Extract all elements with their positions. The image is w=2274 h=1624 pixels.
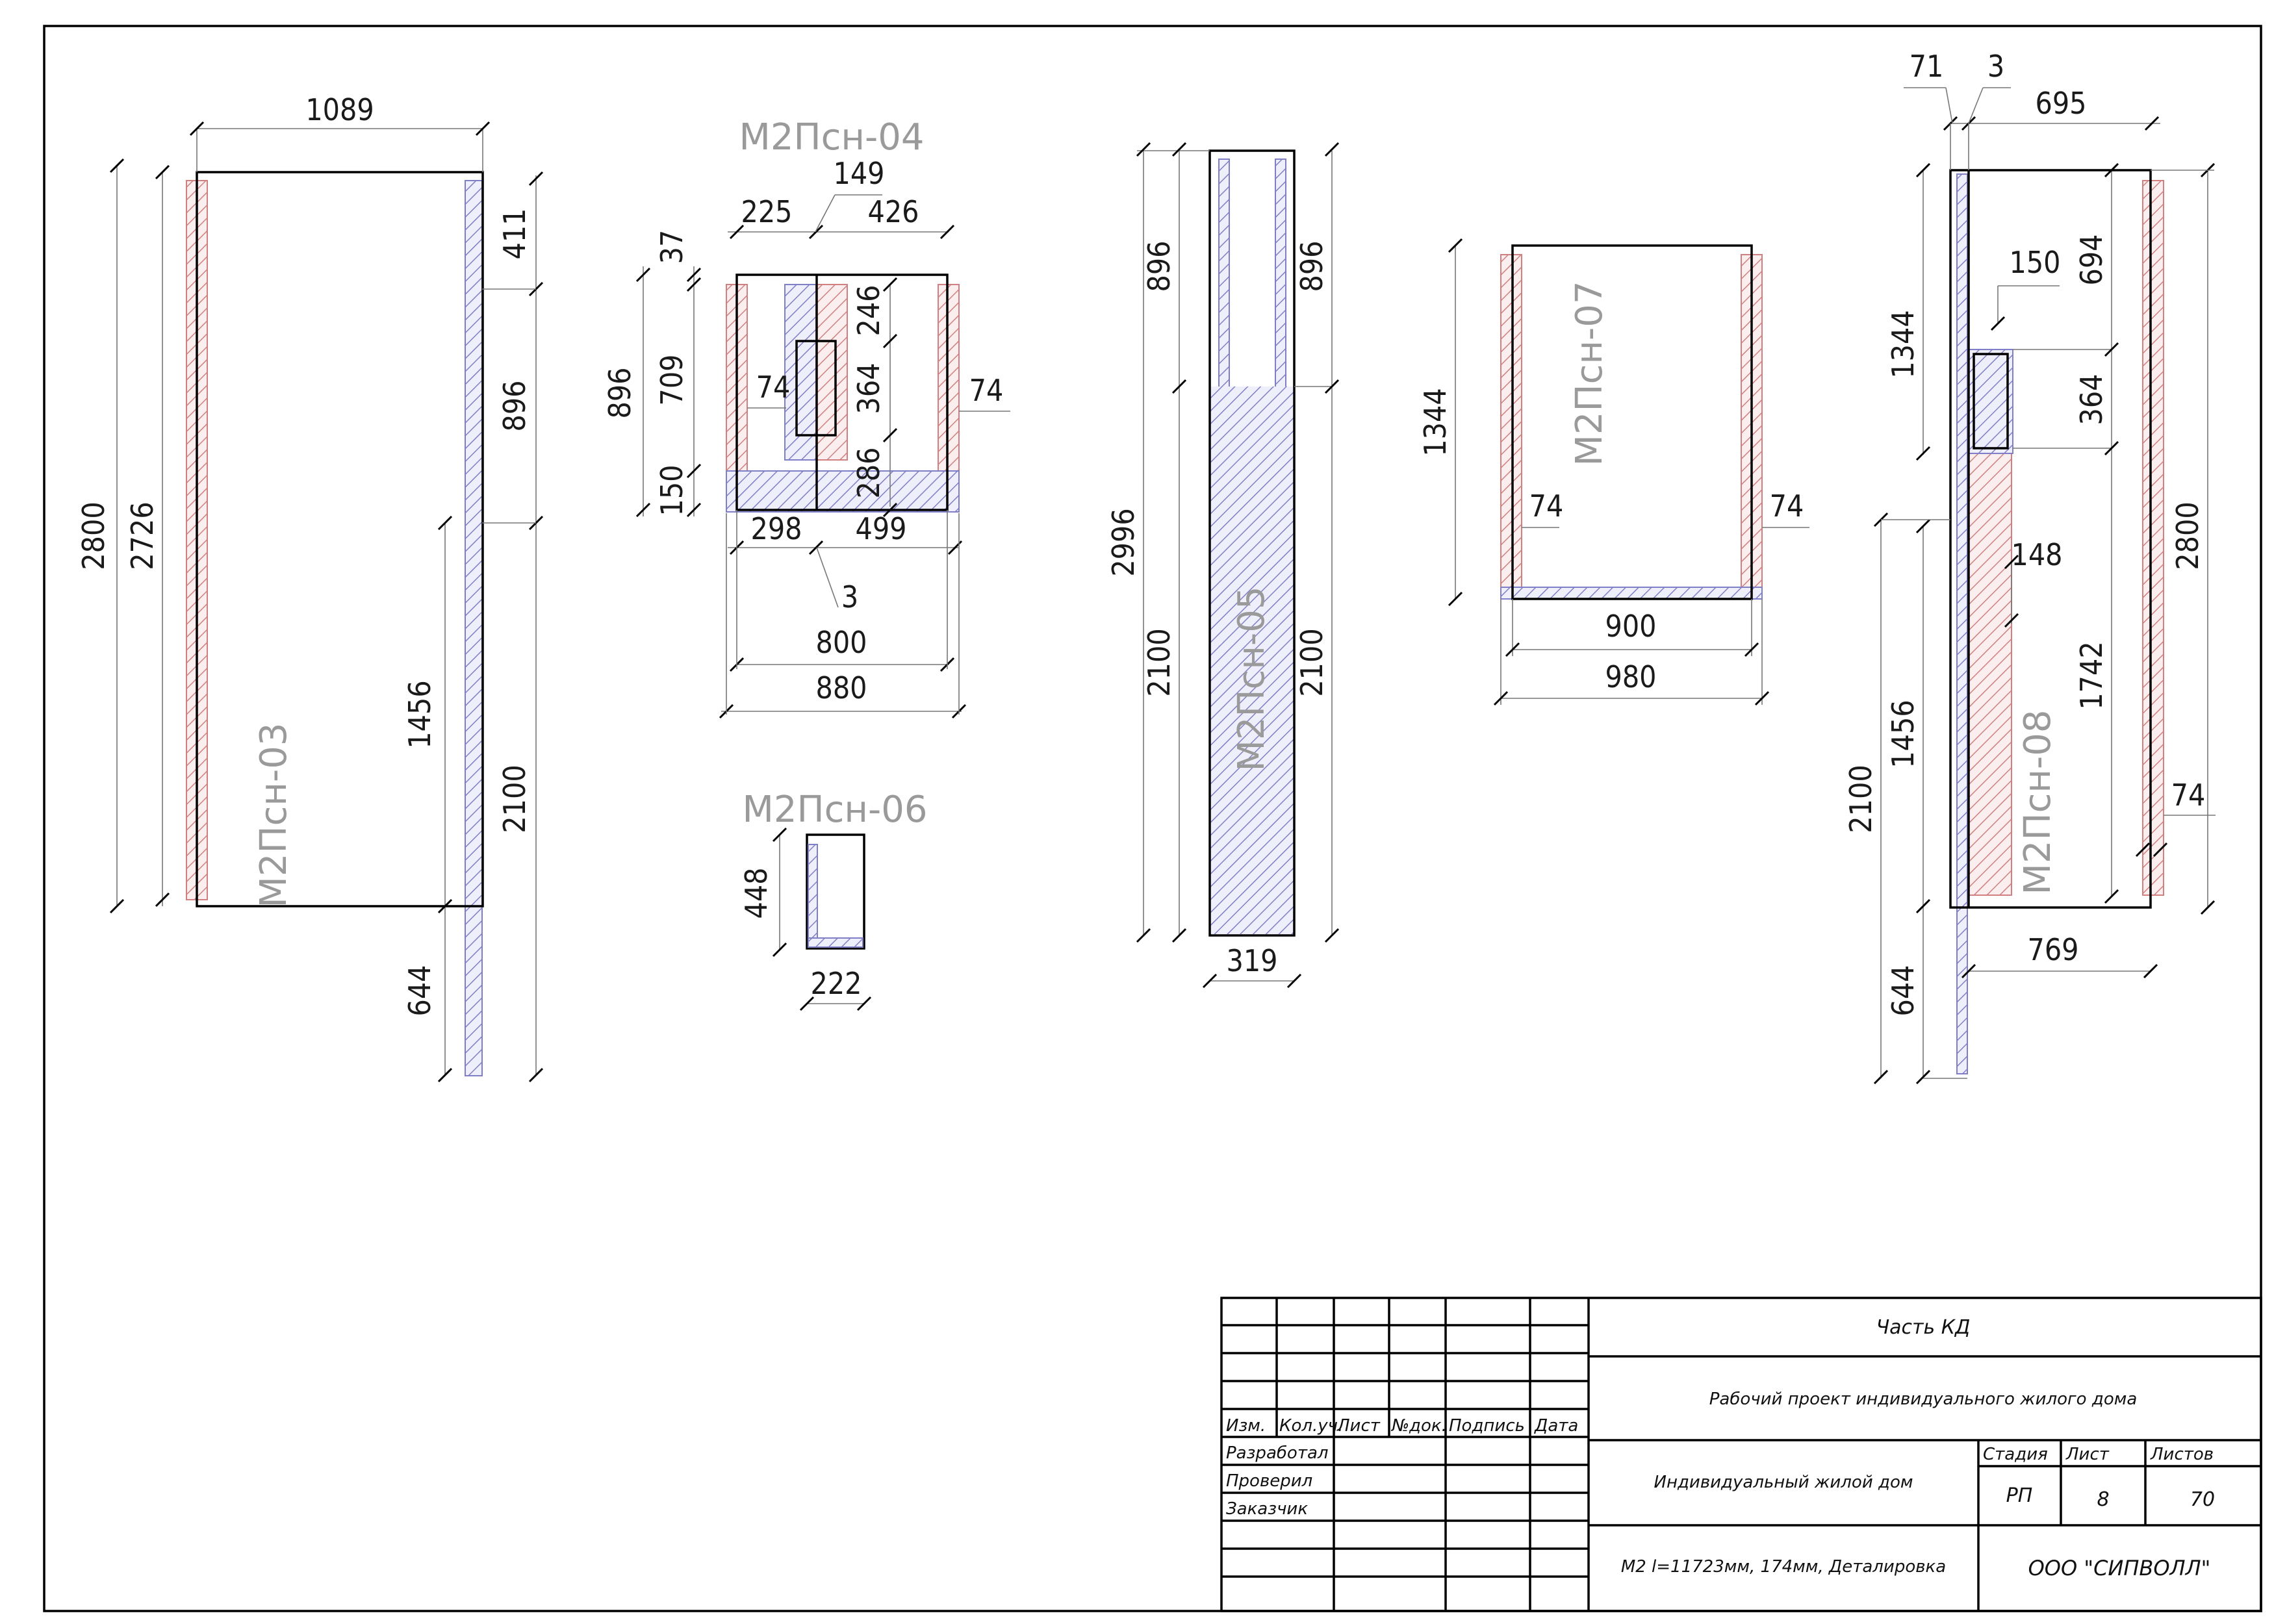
- dim-694: 694: [2074, 235, 2109, 286]
- header-izm: Изм.: [1226, 1416, 1266, 1436]
- title-block: Изм. Кол.уч. Лист №док. Подпись Дата Раз…: [1220, 1297, 2262, 1612]
- dim-286: 286: [851, 448, 886, 499]
- dim-74-left: 74: [756, 370, 791, 405]
- part-title: Часть КД: [1876, 1316, 1971, 1339]
- dim-896: 896: [602, 368, 637, 419]
- dim-149: 149: [834, 156, 885, 191]
- dim-74: 74: [2171, 778, 2206, 813]
- dim-800: 800: [816, 625, 867, 660]
- dim-900: 900: [1605, 609, 1657, 644]
- mark-m2psn-05: М2Псн-05: [1231, 587, 1273, 772]
- dim-2800: 2800: [2170, 501, 2205, 570]
- dim-1456: 1456: [1885, 700, 1921, 768]
- sheet-title: М2 l=11723мм, 174мм, Деталировка: [1621, 1557, 1946, 1577]
- header-podpis: Подпись: [1449, 1416, 1525, 1436]
- header-ndok: №док.: [1390, 1416, 1447, 1436]
- dim-2100: 2100: [497, 765, 532, 833]
- dim-3: 3: [1987, 49, 2004, 84]
- panel-m2psn-04: М2Псн-04 225 426 149 896 37 709 150 246 …: [602, 116, 1010, 719]
- dim-426: 426: [868, 194, 919, 229]
- stage-value: РП: [2006, 1484, 2033, 1507]
- dim-1344: 1344: [1885, 310, 1921, 378]
- stage-label: Стадия: [1983, 1445, 2048, 1464]
- dim-644: 644: [402, 965, 437, 1017]
- dim-2726: 2726: [125, 501, 160, 570]
- dim-1344: 1344: [1418, 388, 1453, 456]
- dim-2100: 2100: [1843, 765, 1878, 833]
- dim-411: 411: [497, 209, 532, 260]
- dim-769: 769: [2028, 932, 2079, 967]
- dim-709: 709: [654, 355, 689, 406]
- header-kol-uch: Кол.уч.: [1279, 1416, 1343, 1436]
- dim-448: 448: [739, 868, 774, 919]
- panel-m2psn-06: М2Псн-06 448 222: [739, 789, 928, 1011]
- sheet-label: Лист: [2065, 1445, 2110, 1464]
- dim-2100-left: 2100: [1142, 628, 1177, 696]
- panel-m2psn-05: 2996 896 2100 896 2100 319 М2Псн-05: [1106, 142, 1340, 989]
- dim-980: 980: [1605, 659, 1657, 694]
- sheet-frame: [43, 25, 2262, 1612]
- mark-m2psn-07: М2Псн-07: [1568, 281, 1611, 466]
- role-checker: Проверил: [1226, 1471, 1312, 1491]
- dim-148: 148: [2012, 537, 2063, 572]
- dim-364: 364: [2074, 374, 2109, 425]
- sheets-label: Листов: [2150, 1445, 2214, 1464]
- dim-222: 222: [811, 966, 862, 1001]
- dim-896: 896: [497, 381, 532, 432]
- dim-695: 695: [2036, 86, 2087, 121]
- dim-74-right: 74: [969, 373, 1004, 408]
- role-developer: Разработал: [1226, 1443, 1329, 1463]
- panel-m2psn-08: 695 71 3 1344 1456 644 2100 150 694 364 …: [1843, 49, 2216, 1085]
- dim-3: 3: [841, 579, 858, 615]
- dim-896-right: 896: [1294, 241, 1329, 292]
- company-name: ООО "СИПВОЛЛ": [2028, 1556, 2211, 1580]
- dim-364: 364: [851, 363, 886, 414]
- dim-880: 880: [816, 670, 867, 705]
- dim-150: 150: [654, 465, 689, 516]
- dim-2996: 2996: [1106, 508, 1141, 576]
- dim-1456: 1456: [402, 680, 437, 748]
- mark-m2psn-08: М2Псн-08: [2017, 710, 2059, 895]
- dim-74-right: 74: [1770, 488, 1804, 524]
- dim-74-left: 74: [1529, 488, 1564, 524]
- dim-298: 298: [751, 511, 802, 546]
- dim-1089: 1089: [305, 92, 374, 127]
- dim-1742: 1742: [2074, 641, 2109, 709]
- role-customer: Заказчик: [1226, 1499, 1308, 1519]
- mark-m2psn-04: М2Псн-04: [739, 116, 925, 159]
- panel-m2psn-03: 1089 2800 2726 411 896 2100 1456 644 М2П…: [76, 92, 544, 1083]
- project-title: Рабочий проект индивидуального жилого до…: [1709, 1389, 2138, 1409]
- dim-319: 319: [1227, 943, 1278, 978]
- mark-m2psn-06: М2Псн-06: [743, 789, 928, 831]
- mark-m2psn-03: М2Псн-03: [253, 723, 295, 908]
- dim-499: 499: [856, 511, 907, 546]
- dim-2100-right: 2100: [1294, 628, 1329, 696]
- dim-225: 225: [741, 194, 793, 229]
- dim-150: 150: [2010, 245, 2061, 280]
- header-data: Дата: [1534, 1416, 1578, 1436]
- panel-m2psn-07: 1344 74 74 900 980 М2Псн-07: [1418, 238, 1809, 706]
- dim-2800: 2800: [76, 501, 111, 570]
- dim-246: 246: [851, 285, 886, 336]
- dim-896-left: 896: [1142, 241, 1177, 292]
- dim-644: 644: [1885, 965, 1921, 1017]
- dim-71: 71: [1910, 49, 1944, 84]
- dim-37: 37: [654, 230, 689, 264]
- sheets-value: 70: [2190, 1488, 2215, 1511]
- sheet-value: 8: [2097, 1488, 2109, 1511]
- header-list: Лист: [1336, 1416, 1381, 1436]
- object-title: Индивидуальный жилой дом: [1654, 1473, 1913, 1492]
